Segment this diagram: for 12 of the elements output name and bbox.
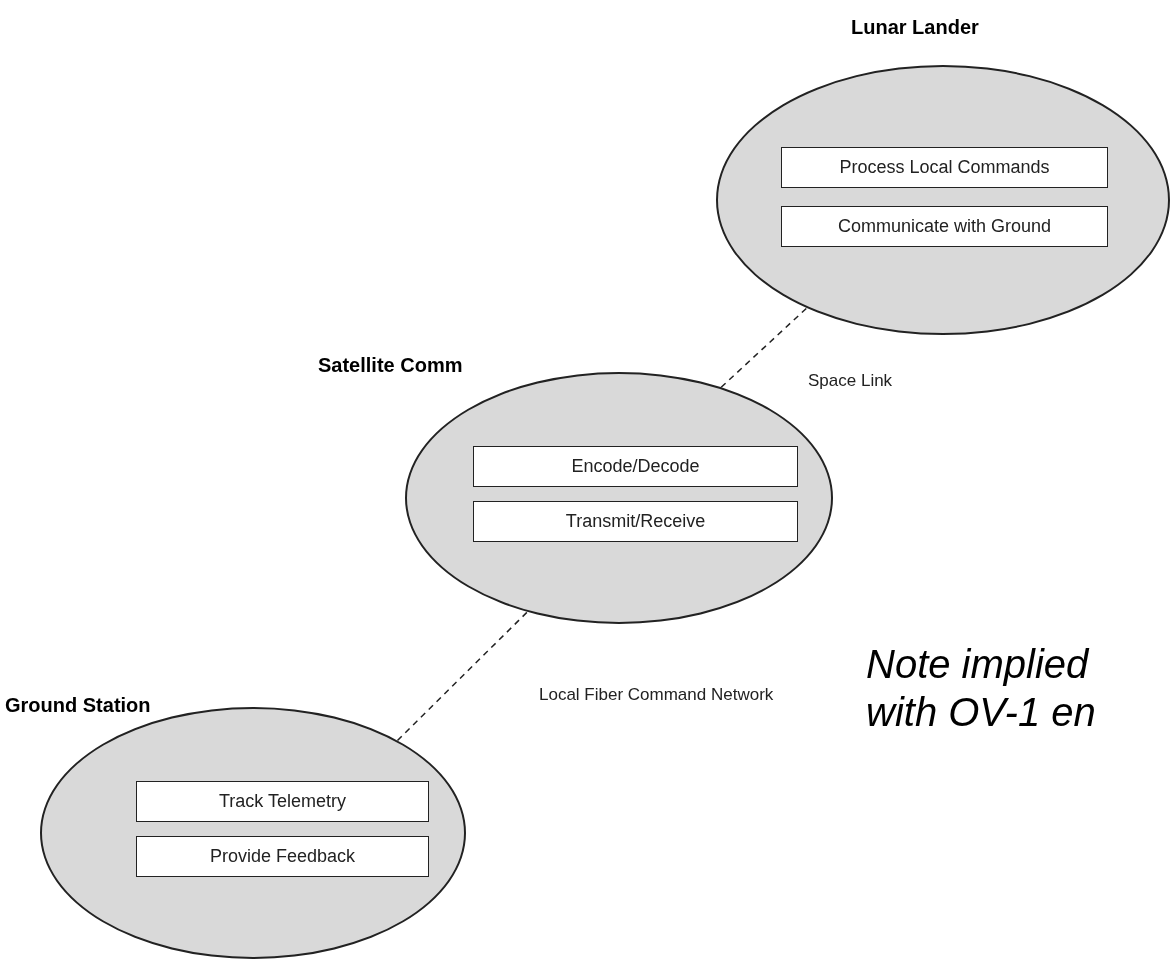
group-heading: Lunar Lander xyxy=(851,15,979,40)
group-heading: Satellite Comm xyxy=(318,353,463,378)
group-heading: Ground Station xyxy=(5,693,151,718)
function-box: Track Telemetry xyxy=(136,781,429,822)
function-box: Communicate with Ground xyxy=(781,206,1108,247)
function-box: Provide Feedback xyxy=(136,836,429,877)
function-box: Process Local Commands xyxy=(781,147,1108,188)
note-text: Note implied with OV-1 en xyxy=(866,641,1097,736)
function-box: Transmit/Receive xyxy=(473,501,798,542)
dashed-connector xyxy=(396,611,529,742)
dashed-connector xyxy=(720,307,808,389)
function-box: Encode/Decode xyxy=(473,446,798,487)
